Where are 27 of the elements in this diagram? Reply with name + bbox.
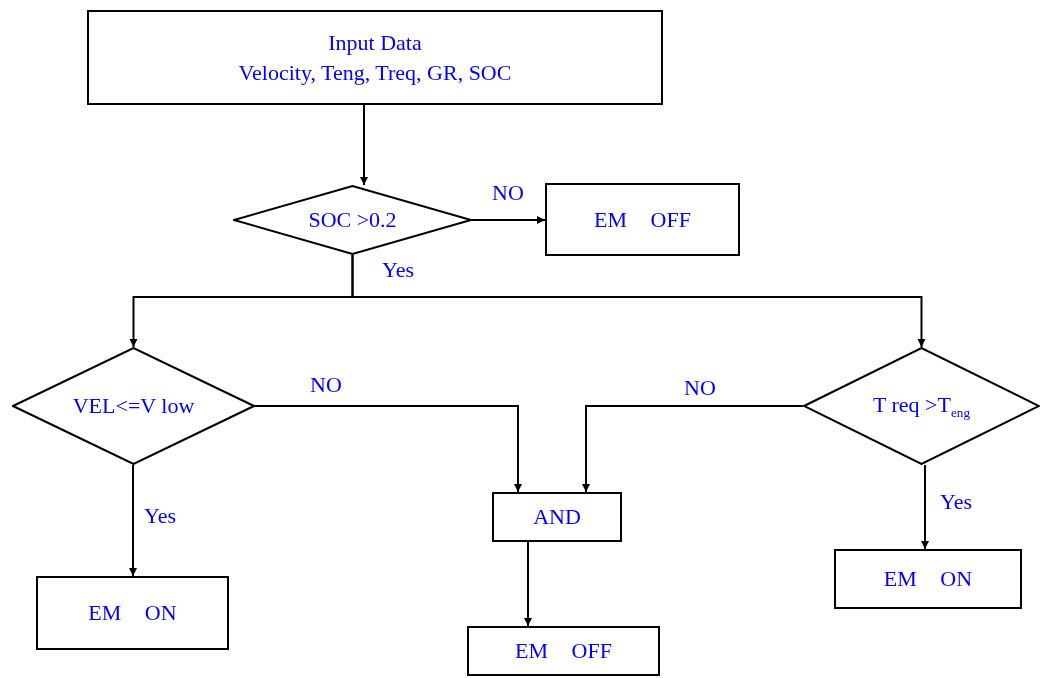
process-box bbox=[87, 10, 663, 105]
decision-diamond bbox=[12, 347, 255, 465]
box-label: EM ON bbox=[88, 599, 177, 628]
arrow bbox=[254, 405, 522, 493]
arrow bbox=[921, 464, 929, 550]
box-heading: Input Data bbox=[328, 28, 422, 57]
decision-diamond bbox=[803, 347, 1040, 465]
box-label: SOC >0.2 bbox=[308, 206, 397, 235]
arrow bbox=[360, 104, 368, 186]
box-label: Velocity, Teng, Treq, GR, SOC bbox=[238, 58, 512, 87]
process-box bbox=[492, 492, 622, 542]
arrow bbox=[471, 216, 546, 224]
box-label: EM OFF bbox=[515, 637, 612, 666]
arrow bbox=[129, 464, 137, 577]
arrow bbox=[351, 254, 926, 348]
process-box bbox=[36, 576, 229, 650]
process-box bbox=[545, 183, 740, 256]
box-label: AND bbox=[533, 503, 581, 532]
process-box bbox=[834, 549, 1022, 609]
arrow bbox=[582, 405, 804, 493]
box-label: VEL<=V low bbox=[72, 392, 195, 421]
box-label: EM OFF bbox=[594, 205, 691, 234]
decision-diamond bbox=[233, 185, 472, 255]
arrow bbox=[524, 541, 532, 627]
process-box bbox=[467, 626, 660, 676]
box-label: EM ON bbox=[883, 565, 973, 594]
box-label: T req >T$_{eng}$ bbox=[873, 390, 970, 423]
